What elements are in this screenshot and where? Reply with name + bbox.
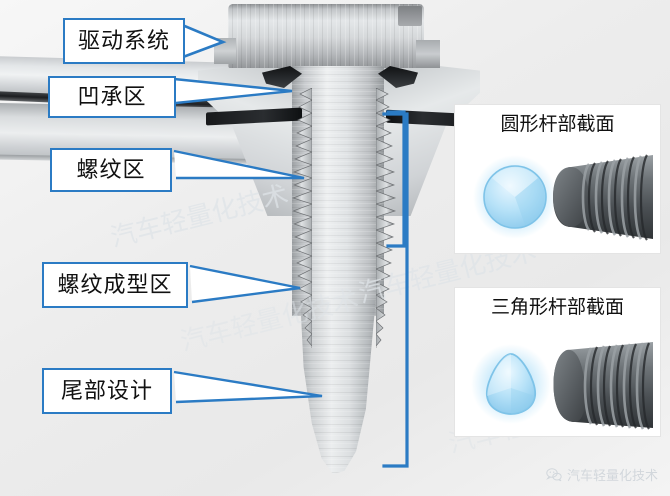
callout-box-thread-forming[interactable]: 螺纹成型区 xyxy=(42,262,188,308)
panel-title-round-shank: 圆形杆部截面 xyxy=(500,114,615,135)
callout-thread-zone[interactable]: 螺纹区 xyxy=(50,148,305,192)
screw-head xyxy=(228,4,424,68)
callout-label: 螺纹成型区 xyxy=(57,272,173,297)
callout-tail-thread-zone xyxy=(173,149,305,180)
callout-tail-drive-system xyxy=(174,20,227,62)
callout-label: 凹承区 xyxy=(77,84,147,109)
callout-label: 驱动系统 xyxy=(77,28,170,53)
panel-art-triangular-shank xyxy=(463,336,653,430)
footer-watermark: 汽车轻量化技术 xyxy=(546,465,658,484)
callout-thread-forming[interactable]: 螺纹成型区 xyxy=(42,262,301,308)
thread-teeth-left xyxy=(286,88,312,348)
panel-round-shank[interactable]: 圆形杆部截面 xyxy=(455,105,660,253)
thread-teeth-right xyxy=(376,88,402,348)
wechat-icon xyxy=(546,467,562,481)
callout-box-drive-system[interactable]: 驱动系统 xyxy=(63,18,185,64)
callout-bearing-recess[interactable]: 凹承区 xyxy=(48,76,293,118)
callout-drive-system[interactable]: 驱动系统 xyxy=(63,18,227,64)
bracket-tail-extent xyxy=(380,110,416,472)
callout-tail-bearing-recess xyxy=(173,77,293,105)
footer-watermark-text: 汽车轻量化技术 xyxy=(566,468,658,483)
callout-label: 尾部设计 xyxy=(60,378,153,403)
panel-triangular-shank[interactable]: 三角形杆部截面 xyxy=(455,288,660,436)
screw-head-machining-marks xyxy=(228,4,424,68)
panel-art-round-shank xyxy=(463,147,653,247)
screw-head-notch xyxy=(398,6,422,26)
panel-title-triangular-shank: 三角形杆部截面 xyxy=(490,297,624,318)
callout-box-tail-design[interactable]: 尾部设计 xyxy=(42,368,172,414)
bracket-thread-forming-extent xyxy=(382,108,412,250)
callout-tail-thread-forming xyxy=(189,264,301,304)
callout-tail-tail-design xyxy=(173,370,323,404)
callout-box-bearing-recess[interactable]: 凹承区 xyxy=(48,76,176,118)
callout-tail-design[interactable]: 尾部设计 xyxy=(42,368,323,414)
screw-head-step-right xyxy=(416,40,440,68)
callout-box-thread-zone[interactable]: 螺纹区 xyxy=(50,148,172,192)
callout-label: 螺纹区 xyxy=(76,157,146,182)
